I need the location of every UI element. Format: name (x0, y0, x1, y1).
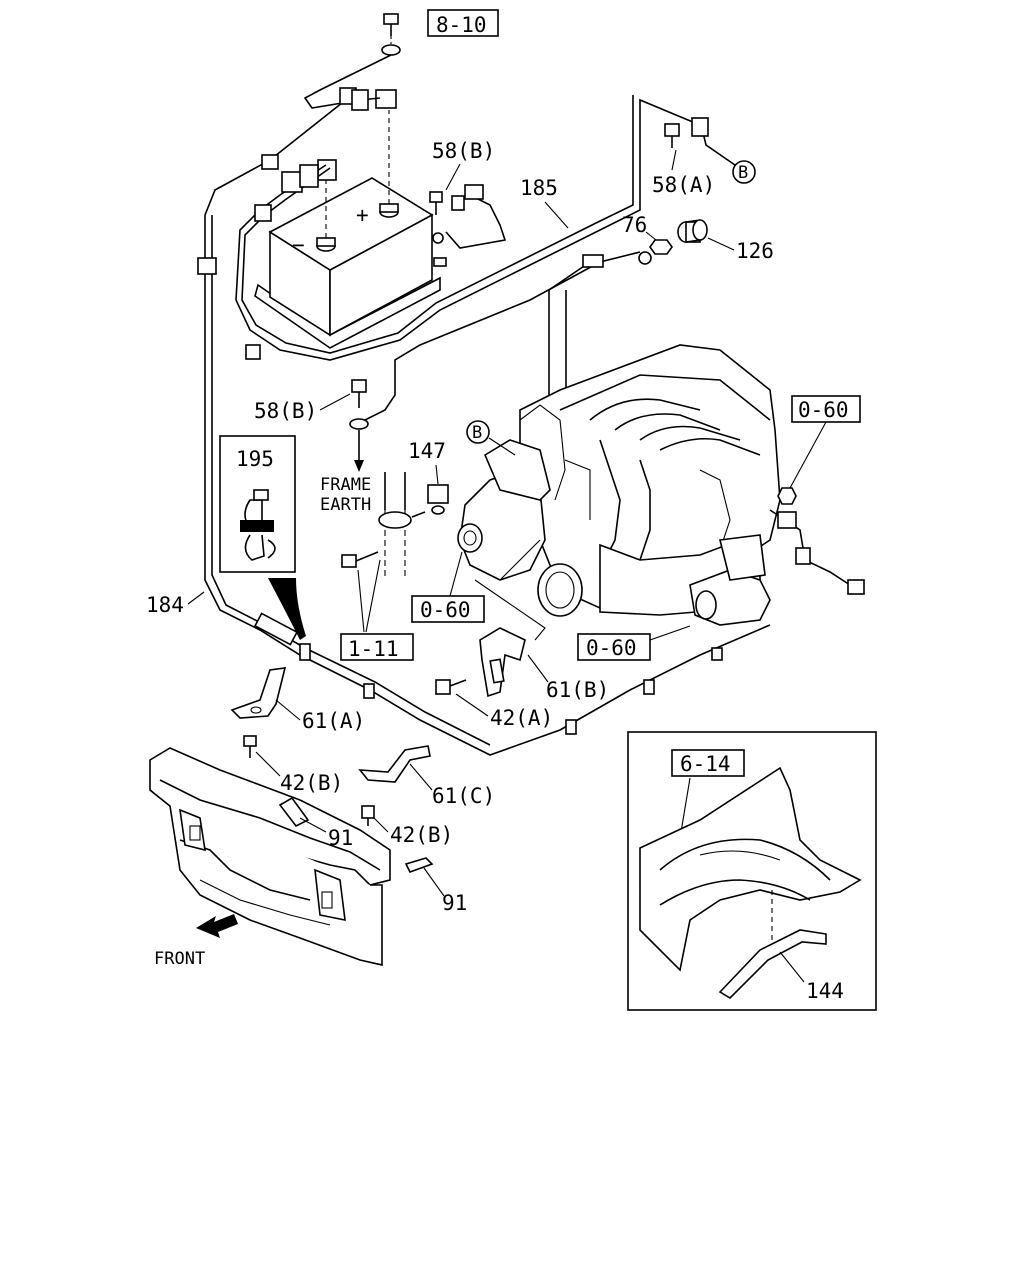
label-8-10: 8-10 (436, 13, 487, 37)
detail-arrow-icon (268, 578, 306, 640)
ref-box-1-11 (340, 633, 414, 661)
label-0-60-right: 0-60 (798, 398, 849, 422)
battery-icon: + − (254, 89, 447, 349)
clip-147-icon (378, 472, 449, 580)
ref-circle-b-top (732, 160, 756, 184)
label-184: 184 (146, 593, 184, 617)
label-195: 195 (236, 447, 274, 471)
battery-minus-label: − (292, 233, 305, 257)
label-76: 76 (622, 213, 647, 237)
bracket-61c-icon (358, 745, 431, 783)
bolt-58a (664, 123, 680, 148)
frame-earth-line1: FRAME (320, 475, 371, 495)
label-58b-mid: 58(B) (254, 399, 317, 423)
bolt-58b-top (429, 191, 443, 215)
bolt-42b-right (361, 805, 375, 826)
bracket-61b-icon (479, 627, 526, 698)
ref-box-6-14 (671, 749, 745, 777)
label-61a: 61(A) (302, 709, 365, 733)
label-42b-right: 42(B) (390, 823, 453, 847)
label-0-60-lower: 0-60 (586, 636, 637, 660)
clip-91-right (404, 857, 434, 873)
frame-earth-line2: EARTH (320, 495, 371, 515)
label-61c: 61(C) (432, 784, 495, 808)
ref-box-0-60-lower (577, 633, 651, 661)
bolt-8-10 (381, 13, 401, 56)
label-147: 147 (408, 439, 446, 463)
front-label: FRONT (154, 949, 205, 969)
bracket-61a-icon (230, 667, 287, 719)
label-91-left: 91 (328, 826, 353, 850)
strip-144-icon (718, 929, 827, 1000)
label-185: 185 (520, 176, 558, 200)
label-144: 144 (806, 979, 844, 1003)
bolt-42a (435, 679, 467, 695)
label-1-11: 1-11 (348, 637, 399, 661)
bolt-1-11 (341, 511, 426, 568)
ref-box-0-60-mid (411, 595, 485, 623)
label-58a: 58(A) (652, 173, 715, 197)
nut-76 (649, 239, 673, 255)
label-126: 126 (736, 239, 774, 263)
clip-195-icon (240, 489, 276, 561)
front-frame-icon (149, 747, 391, 967)
engine-icon (457, 344, 781, 641)
front-arrow-icon (196, 914, 238, 938)
battery-plus-label: + (356, 203, 369, 227)
ref-circle-b-mid (466, 420, 490, 444)
inset-box-195 (219, 435, 296, 573)
bolt-58b-mid (349, 379, 369, 472)
cap-126 (677, 219, 708, 243)
label-0-60-mid: 0-60 (420, 598, 471, 622)
label-61b: 61(B) (546, 678, 609, 702)
fender-panel-icon (639, 766, 862, 972)
label-91-right: 91 (442, 891, 467, 915)
label-42a: 42(A) (490, 706, 553, 730)
label-b-mid: B (472, 423, 482, 443)
label-42b-left: 42(B) (280, 771, 343, 795)
label-b-top: B (738, 163, 748, 183)
label-58b-top: 58(B) (432, 139, 495, 163)
right-harness (769, 509, 865, 595)
bolt-42b-left (243, 735, 257, 758)
label-6-14: 6-14 (680, 752, 731, 776)
cable-clips (299, 643, 723, 735)
ref-box-8-10 (427, 9, 499, 37)
nut-0-60-right (777, 487, 797, 505)
